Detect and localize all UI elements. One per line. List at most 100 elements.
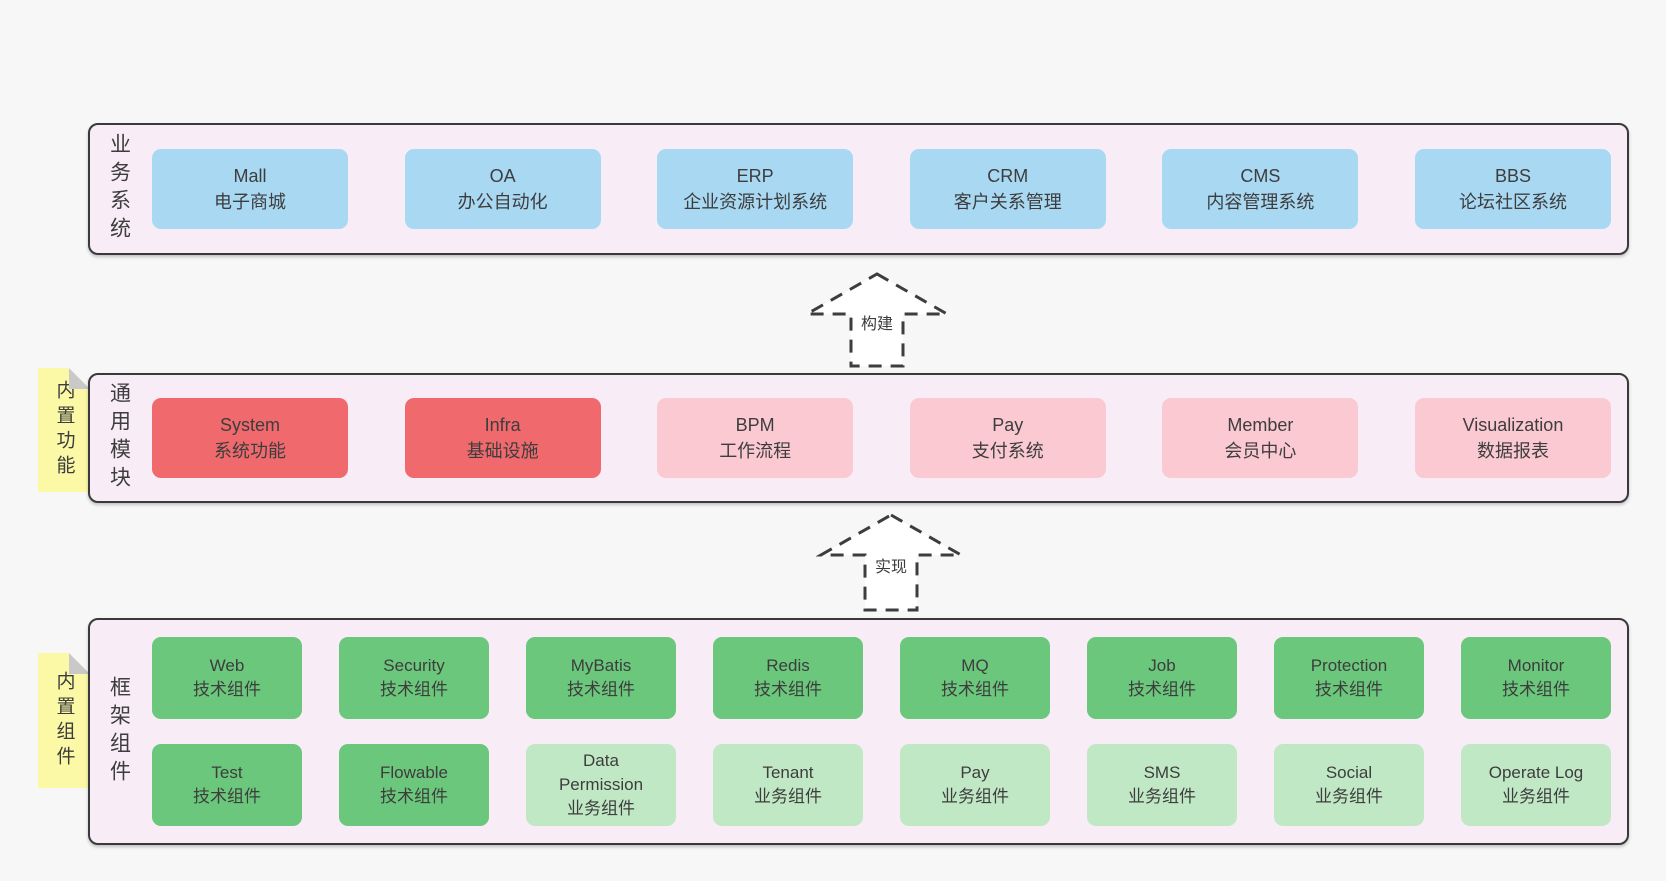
implement-arrow: 实现 (816, 513, 966, 612)
arrow-label: 实现 (870, 556, 912, 579)
box-title: BBS (1494, 166, 1531, 186)
box-title: Test (211, 763, 243, 782)
box-subtitle: 技术组件 (193, 680, 261, 699)
box-subtitle: 技术组件 (941, 680, 1009, 699)
box-title: Pay (992, 415, 1024, 435)
box-subtitle: 系统功能 (214, 441, 286, 461)
box-title: Web (209, 656, 245, 675)
box-title: ERP (736, 166, 774, 186)
box-monitor: Monitor 技术组件 (1461, 637, 1611, 719)
box-title: SMS (1143, 763, 1181, 782)
box-subtitle: 技术组件 (1315, 680, 1383, 699)
box-system: System 系统功能 (152, 398, 348, 478)
box-title: Pay (960, 763, 990, 782)
box-title: OA (489, 166, 516, 186)
box-subtitle: 工作流程 (719, 441, 792, 461)
sticky-note-label: 内置功能 (53, 380, 75, 480)
box-subtitle: 支付系统 (971, 441, 1044, 461)
layer-business-systems: 业务系统 Mall 电子商城 OA 办公自动化 ERP 企业资源计划系统 CRM 客户关系管理… (88, 123, 1629, 255)
box-subtitle: 业务组件 (1128, 787, 1196, 806)
box-mall: Mall 电子商城 (152, 149, 348, 229)
box-subtitle: 技术组件 (1128, 680, 1196, 699)
box-title: MQ (961, 656, 989, 675)
box-subtitle: 业务组件 (1315, 787, 1383, 806)
box-subtitle: 企业资源计划系统 (683, 192, 828, 212)
box-subtitle: 技术组件 (380, 680, 448, 699)
build-arrow: 构建 (802, 272, 952, 368)
box-subtitle: 技术组件 (567, 680, 635, 699)
note-fold-corner-icon (69, 653, 90, 674)
box-title: Visualization (1462, 415, 1564, 435)
box-subtitle: 业务组件 (941, 787, 1009, 806)
layer-label: 业务系统 (107, 133, 131, 245)
box-web: Web 技术组件 (152, 637, 302, 719)
box-title: Infra (484, 415, 521, 435)
box-subtitle: 会员中心 (1224, 441, 1297, 461)
box-title: Monitor (1507, 656, 1565, 675)
box-subtitle: 技术组件 (193, 787, 261, 806)
box-subtitle: 内容管理系统 (1206, 192, 1315, 212)
box-mq: MQ 技术组件 (900, 637, 1050, 719)
box-cms: CMS 内容管理系统 (1162, 149, 1359, 229)
box-operate-log: Operate Log 业务组件 (1461, 744, 1611, 826)
box-crm: CRM 客户关系管理 (909, 149, 1106, 229)
box-flowable: Flowable 技术组件 (339, 744, 489, 826)
layer-label: 框架组件 (107, 675, 131, 788)
box-pay: Pay 业务组件 (900, 744, 1050, 826)
box-subtitle: 技术组件 (1502, 680, 1570, 699)
box-infra: Infra 基础设施 (404, 398, 601, 478)
box-subtitle: 数据报表 (1476, 441, 1549, 461)
box-title: Mall (233, 166, 267, 186)
layer-label-wrap: 框架组件 (90, 620, 148, 843)
box-subtitle: 论坛社区系统 (1458, 192, 1567, 212)
box-title: Flowable (379, 763, 449, 782)
sticky-note-label: 内置组件 (53, 670, 75, 771)
box-title: Protection (1310, 656, 1388, 675)
box-title: Security (383, 656, 445, 675)
box-subtitle: 办公自动化 (457, 192, 548, 212)
box-subtitle: 基础设施 (466, 441, 539, 461)
box-row: Mall 电子商城 OA 办公自动化 ERP 企业资源计划系统 CRM 客户关系管理 CMS 内容… (152, 149, 1611, 229)
box-title: BPM (735, 415, 775, 435)
box-title: Redis (766, 656, 810, 675)
box-bpm: BPM 工作流程 (657, 398, 854, 478)
sticky-note-builtin-components: 内置组件 (38, 653, 90, 788)
box-erp: ERP 企业资源计划系统 (657, 149, 854, 229)
box-title: Tenant (762, 763, 814, 782)
box-oa: OA 办公自动化 (404, 149, 601, 229)
sticky-note-builtin-features: 内置功能 (38, 368, 90, 492)
box-subtitle: 业务组件 (1502, 787, 1570, 806)
layer-label-wrap: 通用模块 (90, 375, 148, 501)
box-security: Security 技术组件 (339, 637, 489, 719)
box-title: System (219, 415, 280, 435)
box-subtitle: 客户关系管理 (953, 192, 1062, 212)
box-sms: SMS 业务组件 (1087, 744, 1237, 826)
box-title: CRM (987, 166, 1029, 186)
box-test: Test 技术组件 (152, 744, 302, 826)
box-visualization: Visualization 数据报表 (1414, 398, 1611, 478)
layer-label-wrap: 业务系统 (90, 125, 148, 253)
box-subtitle: 业务组件 (754, 787, 822, 806)
box-subtitle: 业务组件 (567, 799, 635, 818)
box-title: CMS (1240, 166, 1281, 186)
box-pay: Pay 支付系统 (909, 398, 1106, 478)
arrow-label: 构建 (856, 314, 898, 337)
box-title: Operate Log (1488, 763, 1584, 782)
box-subtitle: 电子商城 (214, 192, 286, 212)
box-redis: Redis 技术组件 (713, 637, 863, 719)
layer-boxes: Mall 电子商城 OA 办公自动化 ERP 企业资源计划系统 CRM 客户关系管理 CMS 内容… (148, 125, 1627, 253)
box-bbs: BBS 论坛社区系统 (1414, 149, 1611, 229)
box-subtitle: 技术组件 (754, 680, 822, 699)
box-subtitle: 技术组件 (380, 787, 448, 806)
box-title: MyBatis (570, 656, 632, 675)
